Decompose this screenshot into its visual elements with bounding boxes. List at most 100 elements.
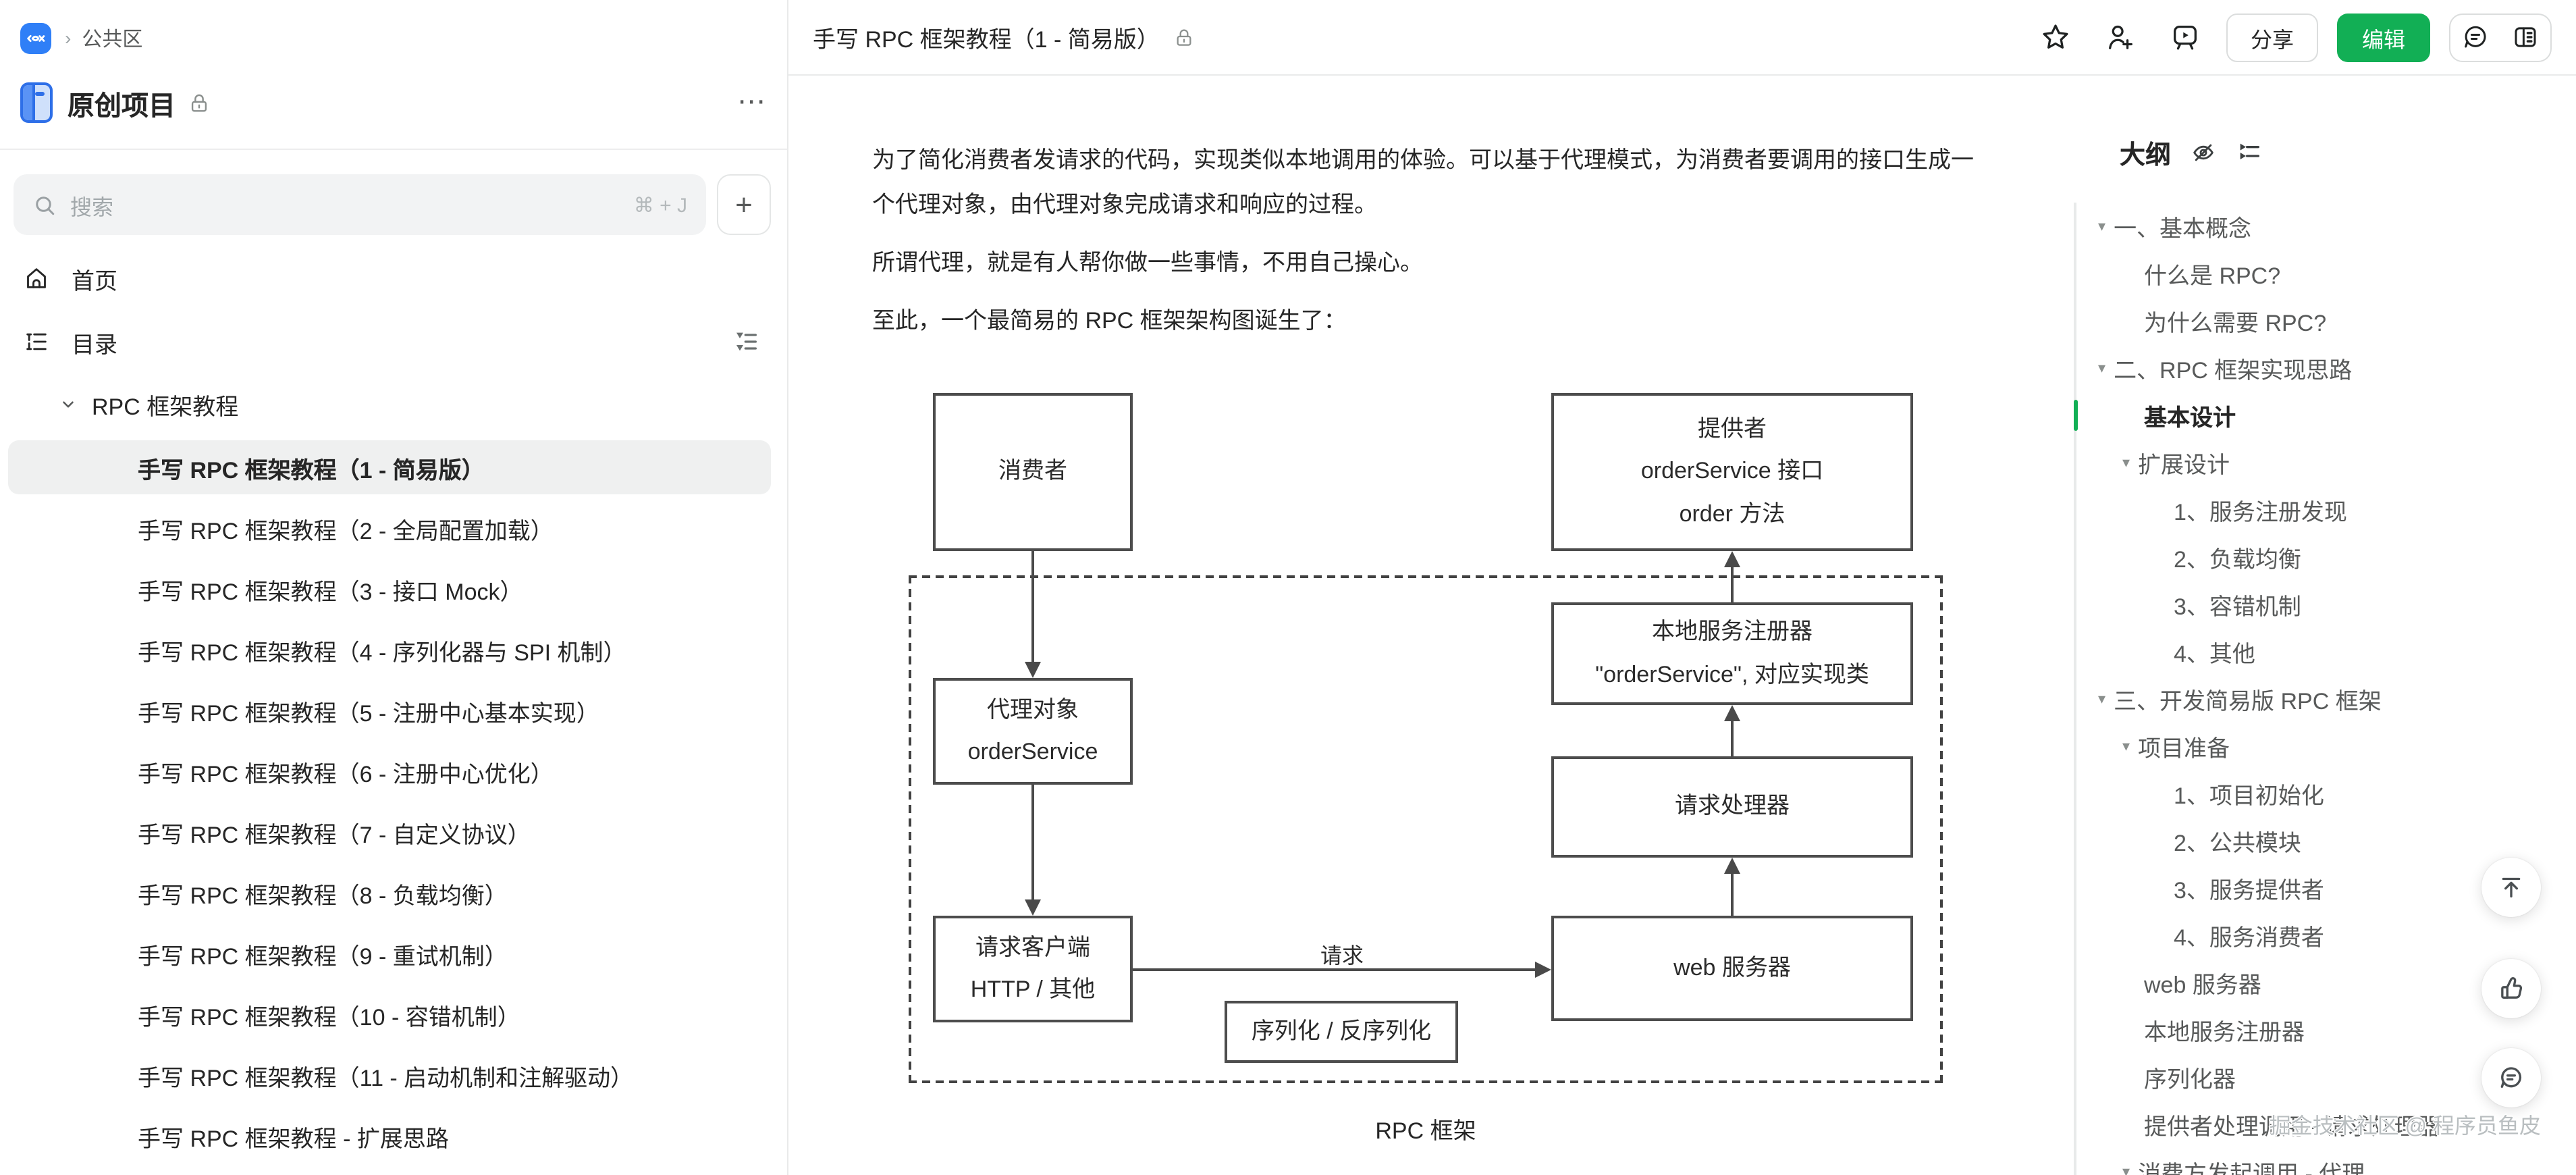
outline-item[interactable]: 什么是 RPC?: [2074, 250, 2576, 297]
diagram-box-line: HTTP / 其他: [970, 976, 1096, 1002]
outline-item[interactable]: 基本设计: [2074, 392, 2576, 439]
outline-item-label: 2、负载均衡: [2174, 547, 2301, 573]
toc-icon: [23, 328, 50, 355]
outline-item[interactable]: 本地服务注册器: [2074, 1006, 2576, 1053]
caret-down-icon[interactable]: ▾: [2122, 455, 2130, 471]
outline-item-label: web 服务器: [2144, 972, 2261, 998]
tree-doc-item[interactable]: 手写 RPC 框架教程（10 - 容错机制）: [8, 987, 771, 1041]
caret-down-icon[interactable]: ▾: [2122, 1164, 2130, 1175]
outline-item[interactable]: 2、负载均衡: [2074, 533, 2576, 581]
diagram-box-line: 代理对象: [987, 696, 1079, 723]
tree-doc-item[interactable]: 手写 RPC 框架教程（11 - 启动机制和注解驱动）: [8, 1048, 771, 1102]
like-button[interactable]: [2481, 959, 2541, 1018]
outline-levels-icon[interactable]: [2236, 139, 2263, 166]
caret-down-icon[interactable]: ▾: [2098, 219, 2106, 235]
diagram-box-line: 请求处理器: [1675, 793, 1790, 819]
scroll-to-top-button[interactable]: [2481, 858, 2541, 917]
search-placeholder: 搜索: [70, 197, 114, 219]
presentation-icon[interactable]: [2162, 14, 2207, 60]
tree-doc-item[interactable]: 手写 RPC 框架教程 - 扩展思路: [8, 1109, 771, 1163]
comment-button[interactable]: [2481, 1048, 2541, 1107]
outline-item[interactable]: ▾ 一、基本概念: [2074, 203, 2576, 250]
doc-tree: 手写 RPC 框架教程（1 - 简易版） 手写 RPC 框架教程（2 - 全局配置…: [0, 440, 787, 1163]
outline-item[interactable]: 1、项目初始化: [2074, 770, 2576, 817]
edit-button[interactable]: 编辑: [2337, 13, 2430, 61]
page-title: 手写 RPC 框架教程（1 - 简易版）: [813, 27, 1160, 53]
workspace-breadcrumb[interactable]: 公共区: [82, 28, 143, 51]
tree-node-rpc-tutorial[interactable]: RPC 框架教程: [0, 377, 771, 431]
caret-down-icon[interactable]: ▾: [2098, 361, 2106, 377]
outline-item[interactable]: ▾扩展设计: [2074, 439, 2576, 486]
plus-icon: +: [735, 187, 753, 221]
diagram-box-line: order 方法: [1679, 500, 1786, 527]
sidebar-item-home[interactable]: 首页: [14, 251, 771, 305]
tree-doc-item[interactable]: 手写 RPC 框架教程（5 - 注册中心基本实现）: [8, 683, 771, 737]
collapse-all-icon[interactable]: [733, 328, 760, 355]
tree-doc-item-label: 手写 RPC 框架教程（2 - 全局配置加载）: [138, 518, 554, 544]
search-row: 搜索 ⌘ + J +: [14, 174, 771, 235]
caret-down-icon[interactable]: ▾: [2122, 739, 2130, 755]
tree-doc-item[interactable]: 手写 RPC 框架教程（8 - 负载均衡）: [8, 866, 771, 920]
tree-doc-item[interactable]: 手写 RPC 框架教程（3 - 接口 Mock）: [8, 562, 771, 616]
outline-item[interactable]: 4、服务消费者: [2074, 912, 2576, 959]
diagram-box-local-registry: 本地服务注册器"orderService", 对应实现类: [1551, 602, 1913, 705]
diagram-box-line: 请求客户端: [975, 934, 1090, 960]
outline-item[interactable]: 提供者处理调用 - 请求处理器: [2074, 1101, 2576, 1148]
tree-doc-item[interactable]: 手写 RPC 框架教程（7 - 自定义协议）: [8, 805, 771, 859]
caret-down-icon[interactable]: ▾: [2098, 691, 2106, 708]
sidebar: › 公共区 原创项目 ⋯ 搜: [0, 0, 788, 1175]
topbar-actions: 分享 编辑: [2032, 13, 2552, 61]
sidebar-item-toc[interactable]: 目录: [14, 315, 771, 369]
outline-item[interactable]: 为什么需要 RPC?: [2074, 297, 2576, 344]
outline-item[interactable]: 3、服务提供者: [2074, 864, 2576, 912]
workspace-row: › 公共区: [20, 19, 767, 57]
outline-item[interactable]: 序列化器: [2074, 1053, 2576, 1101]
outline-item[interactable]: 4、其他: [2074, 628, 2576, 675]
project-row[interactable]: 原创项目 ⋯: [20, 78, 767, 127]
diagram-box-request-client: 请求客户端 HTTP / 其他: [933, 916, 1133, 1022]
tree-doc-item-label: 手写 RPC 框架教程（11 - 启动机制和注解驱动）: [138, 1065, 634, 1091]
paragraph: 至此，一个最简易的 RPC 框架架构图诞生了：: [872, 308, 1347, 334]
diagram-box-line: 本地服务注册器: [1652, 619, 1813, 645]
search-input[interactable]: 搜索 ⌘ + J: [14, 174, 706, 235]
eye-off-icon[interactable]: [2190, 139, 2217, 166]
outline-item[interactable]: 2、公共模块: [2074, 817, 2576, 864]
outline-item-label: 1、项目初始化: [2174, 783, 2324, 809]
tree-doc-item[interactable]: 手写 RPC 框架教程（9 - 重试机制）: [8, 926, 771, 981]
diagram-box-request-handler: 请求处理器: [1551, 756, 1913, 858]
share-button[interactable]: 分享: [2226, 13, 2318, 61]
sidebar-divider: [0, 149, 787, 150]
notebook-icon: [20, 82, 53, 123]
comments-icon[interactable]: [2461, 23, 2490, 51]
active-heading-marker: [2074, 400, 2078, 431]
lock-icon: [1173, 26, 1195, 48]
app-logo-icon[interactable]: [20, 22, 51, 53]
outline-item-label: 1、服务注册发现: [2174, 500, 2347, 525]
sidebar-layout-icon[interactable]: [2511, 23, 2540, 51]
outline-item-label: 一、基本概念: [2114, 216, 2252, 242]
outline-item[interactable]: ▾项目准备: [2074, 723, 2576, 770]
star-icon[interactable]: [2032, 14, 2078, 60]
tree-doc-item[interactable]: 手写 RPC 框架教程（6 - 注册中心优化）: [8, 744, 771, 798]
tree-doc-item[interactable]: 手写 RPC 框架教程（2 - 全局配置加载）: [8, 501, 771, 555]
new-doc-button[interactable]: +: [717, 174, 771, 235]
outline-header: 大纲: [2120, 135, 2576, 170]
outline-item[interactable]: web 服务器: [2074, 959, 2576, 1006]
outline-item[interactable]: ▾消费方发起调用 - 代理: [2074, 1148, 2576, 1175]
diagram-box-line: orderService: [967, 739, 1098, 764]
add-collaborator-icon[interactable]: [2097, 14, 2143, 60]
tree-doc-item[interactable]: 手写 RPC 框架教程（1 - 简易版）: [8, 440, 771, 494]
outline-title: 大纲: [2120, 141, 2172, 169]
outline-item[interactable]: ▾二、RPC 框架实现思路: [2074, 344, 2576, 392]
outline-item[interactable]: 3、容错机制: [2074, 581, 2576, 628]
diagram-box-consumer: 消费者: [933, 393, 1133, 551]
diagram-box-line: 提供者: [1698, 416, 1767, 442]
tree-doc-item-label: 手写 RPC 框架教程（10 - 容错机制）: [138, 1004, 520, 1030]
outline-item-label: 什么是 RPC?: [2144, 263, 2281, 289]
sidebar-item-label: 首页: [72, 268, 117, 294]
outline-item[interactable]: 1、服务注册发现: [2074, 486, 2576, 533]
outline-item[interactable]: ▾三、开发简易版 RPC 框架: [2074, 675, 2576, 723]
outline-item-label: 序列化器: [2144, 1067, 2236, 1093]
tree-doc-item[interactable]: 手写 RPC 框架教程（4 - 序列化器与 SPI 机制）: [8, 623, 771, 677]
more-menu-button[interactable]: ⋯: [737, 86, 767, 118]
